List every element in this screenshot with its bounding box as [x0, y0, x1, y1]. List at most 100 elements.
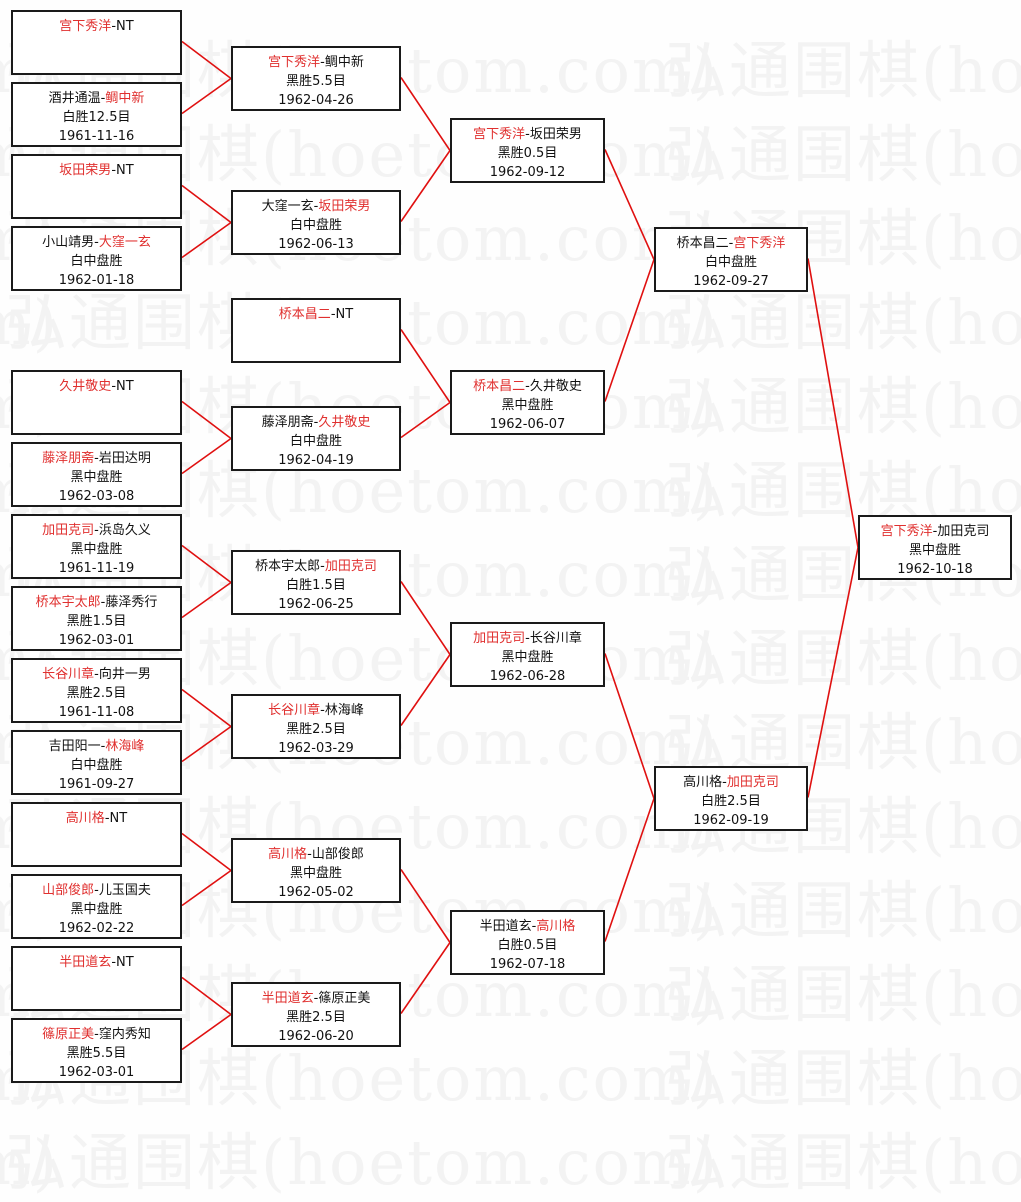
- separator: -: [111, 163, 117, 178]
- player-white: 浜岛久义: [98, 523, 151, 538]
- match-result: 黑中盘胜: [501, 398, 554, 413]
- match-box-r1-7: 加田克司-浜岛久义黑中盘胜 1961-11-19: [11, 514, 182, 579]
- player-black: 宫下秀洋: [880, 524, 933, 539]
- match-result: 黑胜0.5目: [497, 146, 558, 161]
- connector-line: [181, 581, 232, 619]
- match-date: 1962-04-26: [278, 93, 354, 108]
- match-result: 白中盘胜: [70, 254, 123, 269]
- match-date: 1962-06-20: [278, 1029, 354, 1044]
- watermark-text: 弘通围棋(hoetom.com): [665, 1126, 1021, 1199]
- player-white: NT: [116, 19, 134, 34]
- player-white: 坂田荣男: [529, 127, 582, 142]
- player-black: 宫下秀洋: [59, 19, 112, 34]
- match-players: 宫下秀洋-鲷中新: [233, 53, 399, 72]
- separator: -: [320, 559, 325, 574]
- match-box-r1-11: 高川格-NT: [11, 802, 182, 867]
- connector-line: [400, 869, 451, 943]
- separator: -: [100, 91, 106, 106]
- player-black: 长谷川章: [42, 667, 95, 682]
- match-players: 半田道玄-篠原正美: [233, 989, 399, 1008]
- match-players: 桥本昌二-久井敬史: [452, 377, 603, 396]
- separator: -: [94, 1027, 99, 1042]
- match-players: 长谷川章-林海峰: [233, 701, 399, 720]
- match-date: 1961-11-16: [58, 129, 135, 144]
- bracket-lines: [181, 40, 859, 1051]
- match-result: 黑胜2.5目: [66, 686, 127, 701]
- match-box-r1-13: 半田道玄-NT: [11, 946, 182, 1011]
- match-result: 黑中盘胜: [70, 542, 123, 557]
- separator: -: [722, 775, 727, 790]
- player-white: 岩田达明: [98, 451, 151, 466]
- match-players: 长谷川章-向井一男: [13, 665, 180, 684]
- player-black: 宫下秀洋: [268, 55, 321, 70]
- connector-line: [181, 544, 232, 584]
- separator: -: [94, 235, 99, 250]
- player-black: 加田克司: [42, 523, 95, 538]
- separator: -: [104, 811, 110, 826]
- match-players: 山部俊郎-儿玉国夫: [13, 881, 180, 900]
- match-players: 小山靖男-大窪一玄: [13, 233, 180, 252]
- player-white: NT: [116, 955, 134, 970]
- player-black: 藤泽朋斋: [42, 451, 95, 466]
- player-black: 久井敬史: [59, 379, 112, 394]
- match-date: 1962-05-02: [278, 885, 354, 900]
- player-black: 宫下秀洋: [473, 127, 526, 142]
- player-white: 加田克司: [324, 559, 377, 574]
- match-result: 白中盘胜: [289, 218, 342, 233]
- connector-line: [181, 40, 232, 80]
- match-players: 加田克司-浜岛久义: [13, 521, 180, 540]
- player-white: NT: [335, 307, 354, 322]
- connector-line: [400, 77, 451, 151]
- match-players: 藤泽朋斋-岩田达明: [13, 449, 180, 468]
- separator: -: [320, 55, 325, 70]
- match-box-r1-3: 坂田荣男-NT: [11, 154, 182, 219]
- separator: -: [111, 379, 117, 394]
- player-white: 久井敬史: [318, 415, 371, 430]
- match-date: 1962-01-18: [58, 273, 135, 288]
- connector-line: [181, 725, 232, 763]
- separator: -: [531, 919, 537, 934]
- connector-line: [181, 688, 232, 728]
- separator: -: [313, 991, 319, 1006]
- player-black: 坂田荣男: [59, 163, 112, 178]
- player-black: 篠原正美: [42, 1027, 95, 1042]
- player-white: 加田克司: [937, 524, 990, 539]
- player-white: 林海峰: [105, 739, 145, 754]
- match-date: 1962-02-22: [58, 921, 135, 936]
- player-black: 高川格: [65, 811, 105, 826]
- connector-line: [400, 401, 451, 439]
- match-date: 1962-06-28: [489, 669, 566, 684]
- match-result: 白胜2.5目: [701, 794, 761, 809]
- connector-line: [604, 798, 655, 942]
- connector-line: [604, 259, 655, 402]
- match-players: 高川格-加田克司: [656, 773, 806, 792]
- player-black: 高川格: [268, 847, 308, 862]
- match-date: 1962-04-19: [278, 453, 354, 468]
- match-date: 1962-10-18: [897, 562, 973, 577]
- match-players: 坂田荣男-NT: [13, 161, 180, 180]
- player-black: 加田克司: [473, 631, 526, 646]
- player-black: 半田道玄: [59, 955, 112, 970]
- separator: -: [307, 847, 312, 862]
- match-date: 1961-11-19: [58, 561, 135, 576]
- player-black: 吉田阳一: [48, 739, 101, 754]
- match-date: 1961-09-27: [58, 777, 135, 792]
- connector-line: [807, 547, 859, 798]
- match-result: 黑中盘胜: [908, 543, 961, 558]
- player-black: 桥本昌二: [278, 307, 331, 322]
- player-white: 篠原正美: [318, 991, 371, 1006]
- match-date: 1962-07-18: [489, 957, 566, 972]
- connector-line: [604, 653, 655, 799]
- separator: -: [320, 703, 325, 718]
- connector-line: [604, 149, 655, 260]
- player-white: NT: [109, 811, 128, 826]
